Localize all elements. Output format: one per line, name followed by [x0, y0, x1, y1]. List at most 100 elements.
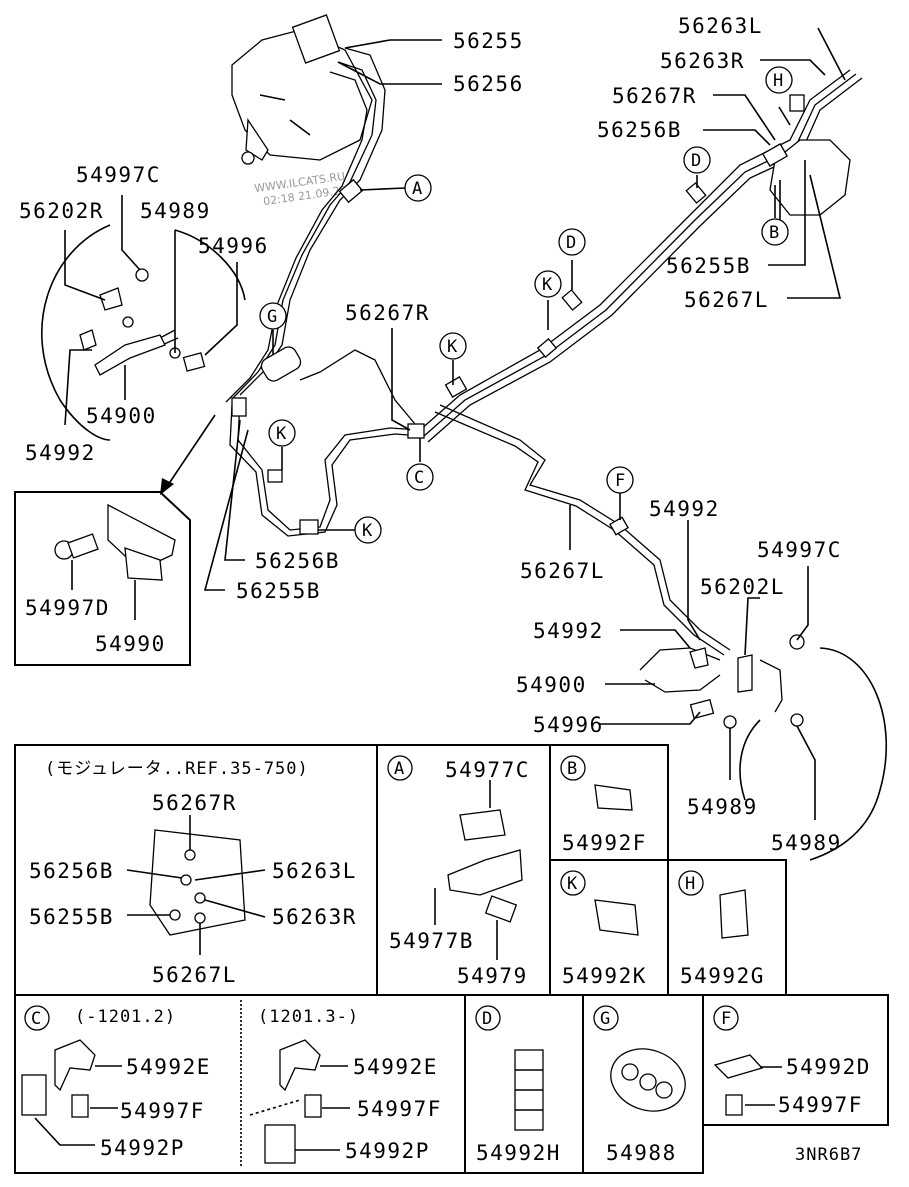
label-56263l-top: 56263L: [678, 14, 763, 38]
label-56255-top: 56255: [453, 29, 524, 53]
master-cylinder-drawing: [231, 14, 373, 165]
callout-g: G: [259, 302, 287, 330]
label-mod-56263r: 56263R: [272, 905, 357, 929]
panel-h-letter: H: [685, 874, 695, 894]
label-c-54992p-1: 54992P: [100, 1136, 185, 1160]
label-54996-right: 54996: [533, 713, 604, 737]
callout-k3-letter: K: [276, 424, 287, 444]
panel-d: D 54992H: [464, 994, 584, 1174]
label-54992-right-a: 54992: [649, 497, 720, 521]
label-56256b-top: 56256B: [597, 118, 682, 142]
label-c-54992e-2: 54992E: [353, 1055, 438, 1079]
label-54992d: 54992D: [786, 1055, 871, 1079]
right-wheel-outline: [809, 647, 888, 861]
callout-k1: K: [439, 332, 467, 360]
panel-c-range1: (-1201.2): [75, 1007, 176, 1027]
label-f-54997f: 54997F: [778, 1093, 863, 1117]
label-56202l: 56202L: [700, 575, 785, 599]
panel-h: H 54992G: [667, 859, 787, 996]
label-56256b-mid: 56256B: [255, 549, 340, 573]
label-54997c-left: 54997C: [76, 163, 161, 187]
label-54992f: 54992F: [562, 831, 647, 855]
label-mod-56267r: 56267R: [152, 791, 237, 815]
callout-a: A: [404, 174, 432, 202]
left-wheel-outline: [40, 224, 111, 441]
label-54996-left: 54996: [198, 234, 269, 258]
panel-d-letter: D: [482, 1009, 492, 1029]
callout-c: C: [406, 463, 434, 491]
callout-f: F: [606, 466, 634, 494]
panel-g: G 54988: [582, 994, 704, 1174]
label-56267l-right: 56267L: [684, 288, 769, 312]
label-56263r-top: 56263R: [660, 49, 745, 73]
main-part-labels: 56255 56256 56263L 56263R 56267R 56256B …: [19, 14, 842, 855]
panel-a-letter: A: [394, 759, 404, 779]
label-56267l-mid: 56267L: [520, 559, 605, 583]
callout-k4: K: [354, 516, 382, 544]
callout-k4-letter: K: [362, 521, 373, 541]
label-54997d: 54997D: [25, 596, 110, 620]
label-54992g: 54992G: [680, 964, 765, 988]
panel-c: C (-1201.2) (1201.3-) 54992E 54997F 5499…: [14, 994, 466, 1174]
label-c-54997f-1: 54997F: [120, 1099, 205, 1123]
modulator-panel-title: (モジュレータ..REF.35-750): [45, 759, 309, 779]
callout-b: B: [761, 218, 789, 246]
label-56256-top: 56256: [453, 72, 524, 96]
label-54989-left: 54989: [140, 199, 211, 223]
pipe-clamps: [231, 94, 805, 536]
label-56202r: 56202R: [19, 199, 104, 223]
label-mod-56267l: 56267L: [152, 963, 237, 987]
left-hose-parts: [79, 268, 206, 376]
panel-c-range2: (1201.3-): [258, 1007, 359, 1027]
label-54989-right-a: 54989: [687, 795, 758, 819]
label-c-54992p-2: 54992P: [345, 1139, 430, 1163]
label-mod-56256b: 56256B: [29, 859, 114, 883]
panel-f: F 54992D 54997F: [702, 994, 889, 1126]
callout-d2: D: [558, 228, 586, 256]
label-56255b-right: 56255B: [666, 254, 751, 278]
inset-panel: 54997D 54990: [14, 491, 191, 666]
panel-k-letter: K: [567, 874, 578, 894]
label-c-54997f-2: 54997F: [357, 1097, 442, 1121]
callout-k3: K: [268, 419, 296, 447]
label-54988: 54988: [606, 1141, 677, 1165]
label-54900-left: 54900: [86, 404, 157, 428]
callout-circles: A B C D D F G H K K K K: [259, 66, 793, 544]
label-54977c: 54977C: [445, 758, 530, 782]
diagram-code: 3NR6B7: [795, 1145, 862, 1165]
panel-b: B 54992F: [549, 744, 669, 861]
label-mod-56263l: 56263L: [272, 859, 357, 883]
panel-c-letter: C: [31, 1009, 41, 1029]
callout-d1: D: [683, 146, 711, 174]
right-hose-parts: [689, 634, 805, 729]
callout-d1-letter: D: [691, 151, 701, 171]
callout-g-letter: G: [267, 307, 277, 327]
callout-b-letter: B: [769, 223, 779, 243]
label-mod-56255b: 56255B: [29, 905, 114, 929]
panel-k: K 54992K: [549, 859, 669, 996]
label-56267r-mid: 56267R: [345, 301, 430, 325]
left-wheel-outline-b: [174, 229, 246, 301]
callout-k1-letter: K: [447, 337, 458, 357]
callout-h: H: [765, 66, 793, 94]
label-54989-right-b: 54989: [771, 831, 842, 855]
label-54997c-right: 54997C: [757, 538, 842, 562]
callout-a-letter: A: [412, 179, 422, 199]
panel-g-letter: G: [600, 1009, 610, 1029]
label-56267r-top: 56267R: [612, 84, 697, 108]
label-54992h: 54992H: [476, 1141, 561, 1165]
label-54992-right-b: 54992: [533, 619, 604, 643]
callout-c-letter: C: [414, 468, 424, 488]
right-wheel-outline-b: [739, 719, 761, 801]
label-54900-right: 54900: [516, 673, 587, 697]
callout-k2-letter: K: [542, 275, 553, 295]
callout-d2-letter: D: [566, 233, 576, 253]
modulator-panel: (モジュレータ..REF.35-750) 56267R 56256B 56263…: [14, 744, 378, 996]
label-54990: 54990: [95, 632, 166, 656]
label-54977b: 54977B: [389, 929, 474, 953]
callout-h-letter: H: [773, 71, 783, 91]
label-54992-left: 54992: [25, 441, 96, 465]
label-54992k: 54992K: [562, 964, 647, 988]
label-54979: 54979: [457, 964, 528, 988]
